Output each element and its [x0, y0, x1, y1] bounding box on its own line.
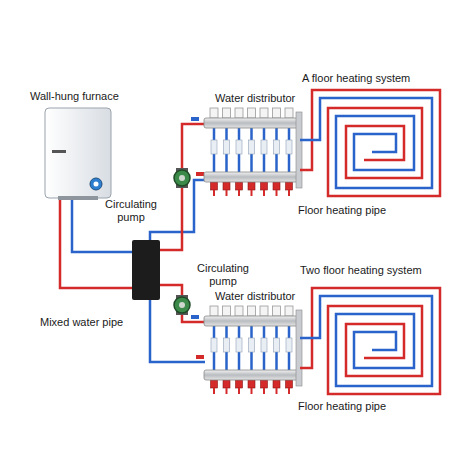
return-pipe: [150, 180, 205, 240]
water-distributor: [204, 108, 302, 196]
label-text: Mixed water pipe: [40, 316, 123, 329]
ball-valve: [196, 355, 204, 359]
floor-heating-loop: [300, 288, 440, 394]
label-text: Two floor heating system: [300, 264, 422, 277]
circulating-pump: [174, 295, 190, 315]
circulating-pump: [174, 168, 190, 188]
floor-heating-loop: [300, 90, 440, 196]
label-text: Wall-hung furnace: [30, 90, 119, 103]
label-text: Water distributor: [215, 290, 295, 303]
label-text: A floor heating system: [302, 72, 410, 85]
supply-pipe: [160, 285, 205, 322]
mixed-water-tank: [132, 240, 160, 300]
ball-valve: [196, 172, 204, 176]
label-text: Floor heating pipe: [298, 400, 386, 413]
label-text: Circulating pump: [100, 198, 162, 224]
water-distributor: [204, 306, 302, 394]
supply-pipe: [160, 124, 205, 250]
label-text: Water distributor: [215, 92, 295, 105]
label-text: Floor heating pipe: [298, 204, 386, 217]
ball-valve: [191, 315, 199, 319]
label-text: Circulating pump: [194, 262, 252, 288]
wall-hung-furnace: [45, 108, 111, 200]
ball-valve: [191, 117, 199, 121]
